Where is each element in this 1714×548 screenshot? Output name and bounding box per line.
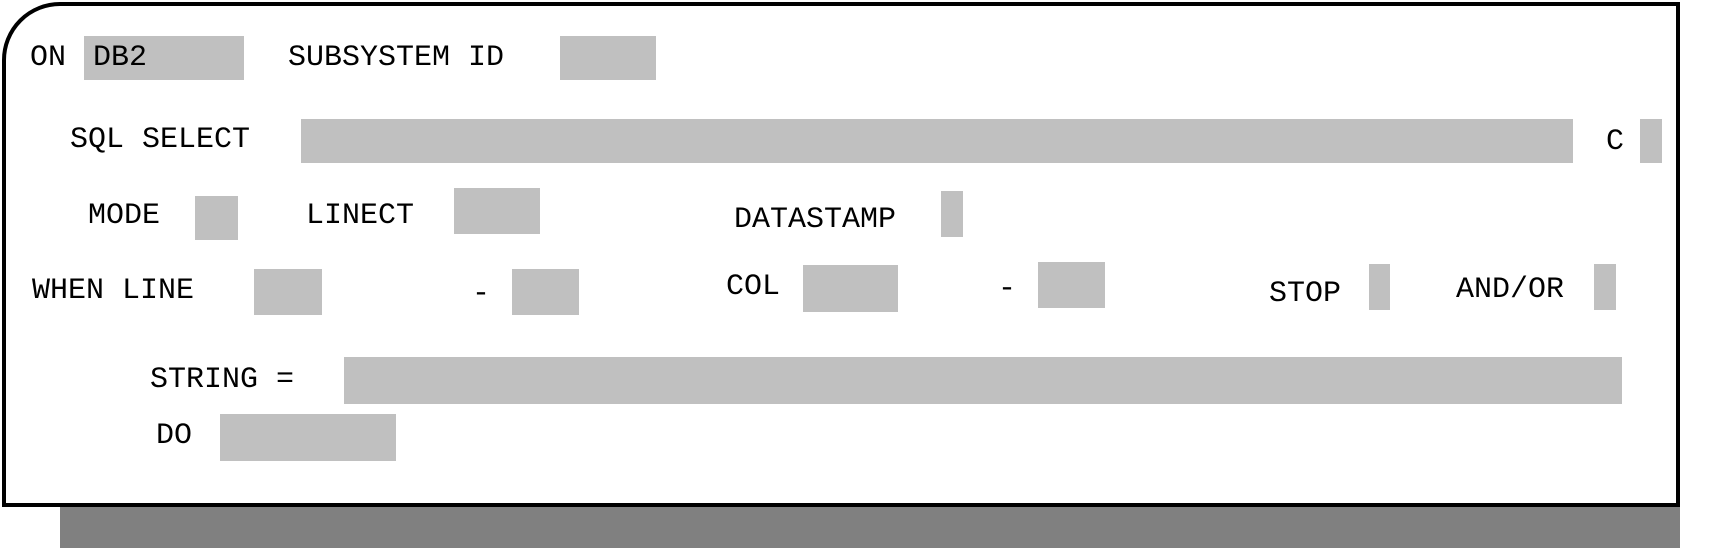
linect-field[interactable] [454, 188, 540, 234]
stop-label: STOP [1269, 277, 1342, 311]
on-label: ON [30, 41, 67, 75]
and-or-label: AND/OR [1456, 273, 1565, 307]
datastamp-label: DATASTAMP [734, 203, 897, 237]
string-field[interactable] [344, 357, 1622, 404]
do-label: DO [156, 419, 193, 453]
on-statement-panel: ON SUBSYSTEM ID SQL SELECT C MODE LINECT… [2, 2, 1680, 507]
line-range-dash: - [472, 277, 491, 311]
col-range-dash: - [998, 272, 1017, 306]
line-to-field[interactable] [512, 269, 579, 315]
stop-field[interactable] [1369, 264, 1390, 310]
sql-select-label: SQL SELECT [70, 123, 251, 157]
on-value-field[interactable] [84, 36, 244, 80]
mode-field[interactable] [195, 196, 238, 240]
subsystem-id-label: SUBSYSTEM ID [288, 41, 505, 75]
line-from-field[interactable] [254, 269, 322, 315]
linect-label: LINECT [306, 199, 415, 233]
mode-label: MODE [88, 199, 161, 233]
c-label: C [1606, 125, 1625, 159]
when-line-label: WHEN LINE [32, 274, 195, 308]
col-label: COL [726, 270, 781, 304]
datastamp-field[interactable] [941, 191, 963, 237]
string-label: STRING = [150, 363, 295, 397]
do-field[interactable] [220, 414, 396, 461]
subsystem-id-field[interactable] [560, 36, 656, 80]
sql-select-field[interactable] [301, 119, 1573, 163]
and-or-field[interactable] [1594, 264, 1616, 310]
col-to-field[interactable] [1038, 262, 1105, 308]
col-from-field[interactable] [803, 265, 898, 312]
c-field[interactable] [1640, 119, 1662, 163]
